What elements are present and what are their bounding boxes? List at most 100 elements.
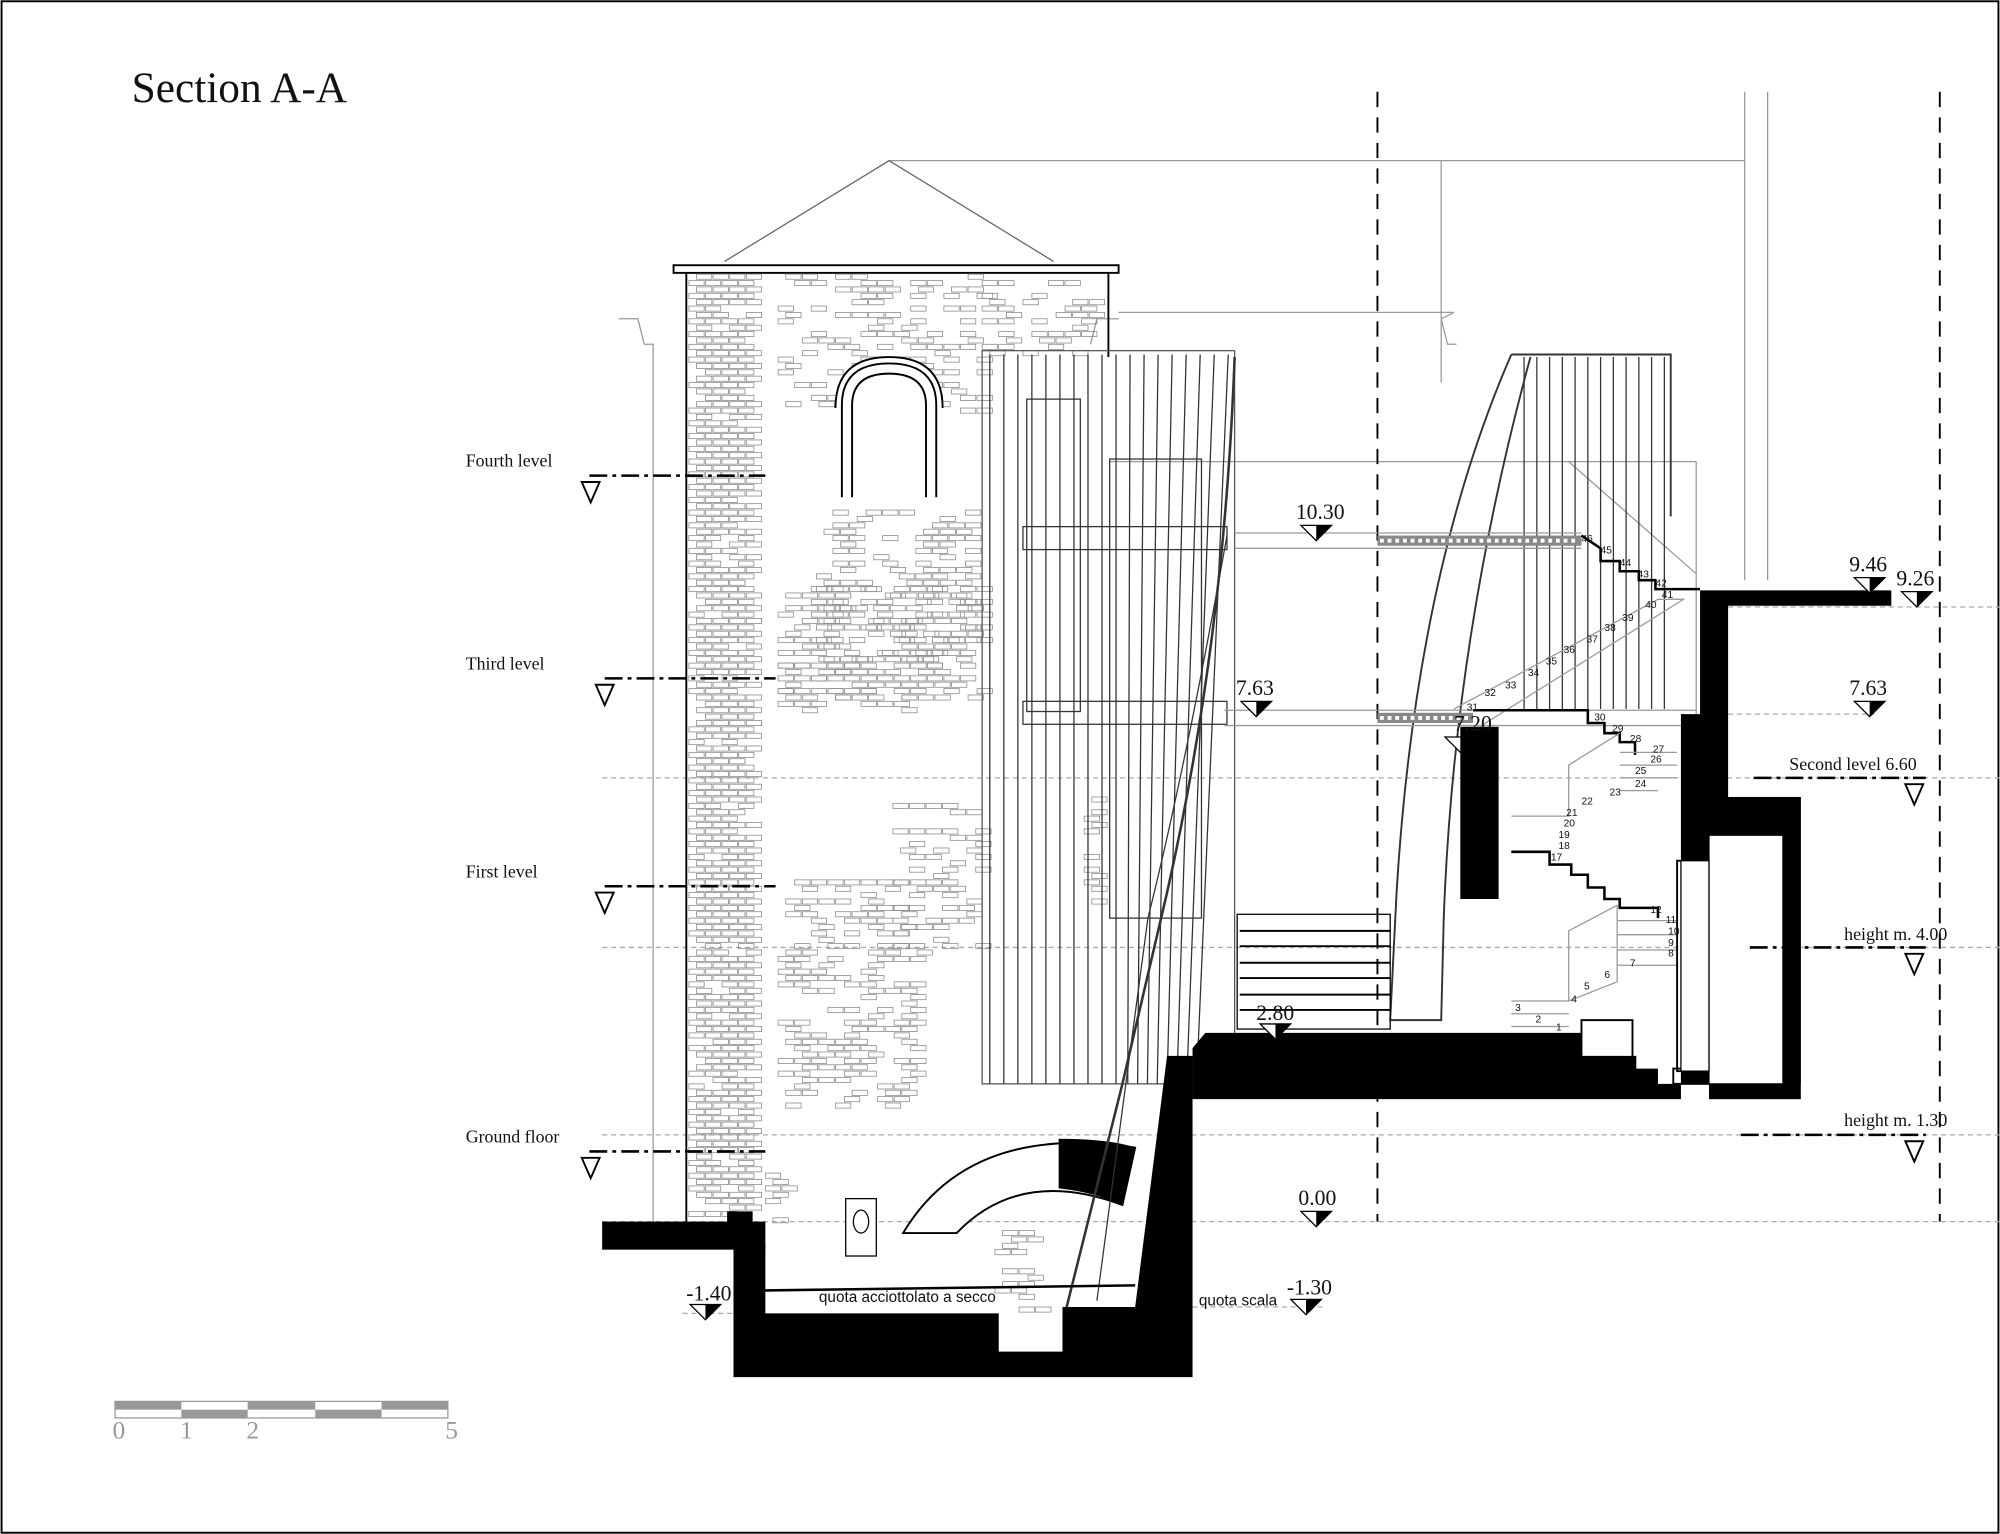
- brick: [705, 624, 722, 631]
- brick: [915, 649, 932, 656]
- brick: [777, 369, 794, 376]
- brick: [764, 1172, 782, 1179]
- brick: [939, 554, 956, 561]
- brick: [738, 637, 755, 644]
- step-number: 41: [1662, 590, 1674, 601]
- brick: [721, 700, 738, 707]
- brick: [745, 401, 762, 408]
- brick: [960, 598, 977, 605]
- brick: [889, 592, 907, 599]
- brick: [705, 1121, 722, 1128]
- brick: [729, 1102, 746, 1109]
- brick: [745, 1064, 762, 1071]
- brick: [738, 1006, 755, 1013]
- brick: [835, 592, 852, 599]
- brick: [823, 618, 840, 624]
- brick: [729, 490, 746, 497]
- brick: [939, 567, 956, 573]
- brick: [933, 885, 950, 892]
- brick: [923, 656, 940, 663]
- brick: [721, 1057, 738, 1064]
- brick: [815, 624, 833, 631]
- brick: [860, 994, 877, 1001]
- brick: [943, 688, 960, 695]
- brick: [1018, 1306, 1035, 1313]
- brick: [712, 758, 729, 765]
- brick: [893, 904, 910, 911]
- brick: [705, 994, 722, 1001]
- brick: [844, 1057, 861, 1064]
- brick: [738, 662, 755, 669]
- brick: [738, 1032, 755, 1039]
- brick: [909, 904, 926, 911]
- brick: [729, 286, 746, 293]
- step-number: 36: [1564, 645, 1576, 656]
- brick: [827, 1006, 844, 1013]
- scale-segment: [315, 1409, 382, 1418]
- step-number: 29: [1612, 724, 1624, 735]
- brick: [738, 1096, 755, 1103]
- brick: [696, 936, 713, 943]
- brick: [951, 630, 968, 637]
- brick: [712, 1179, 729, 1185]
- brick: [851, 1038, 868, 1045]
- step-number: 30: [1594, 712, 1606, 723]
- brick: [960, 662, 977, 669]
- brick: [721, 1019, 738, 1026]
- roof-pediment: [724, 159, 1054, 262]
- brick: [696, 656, 713, 663]
- brick: [705, 394, 722, 401]
- brick: [889, 567, 907, 573]
- brick: [705, 331, 722, 338]
- brick: [810, 331, 827, 338]
- brick: [712, 1102, 729, 1109]
- brick: [705, 649, 722, 656]
- brick: [712, 1077, 729, 1083]
- brick: [721, 433, 738, 440]
- level-triangle-icon: [580, 1156, 602, 1181]
- brick: [868, 299, 885, 306]
- brick: [810, 1057, 827, 1064]
- brick: [696, 643, 713, 650]
- brick: [729, 681, 746, 688]
- brick: [688, 356, 705, 363]
- brick: [942, 802, 959, 809]
- brick: [696, 911, 713, 918]
- brick: [893, 879, 910, 886]
- brick: [915, 547, 932, 554]
- brick: [827, 1045, 844, 1052]
- elevation-triangle-fill: [1869, 577, 1885, 593]
- brick: [705, 1172, 722, 1179]
- brick: [721, 331, 738, 338]
- brick: [840, 605, 857, 612]
- brick: [893, 675, 910, 682]
- brick: [901, 1013, 918, 1020]
- brick: [688, 522, 705, 529]
- brick: [909, 866, 926, 873]
- brick: [898, 624, 915, 631]
- brick: [981, 305, 998, 312]
- brick: [688, 904, 705, 911]
- brick: [943, 305, 960, 312]
- brick: [892, 879, 909, 886]
- brick: [712, 707, 729, 714]
- brick: [860, 280, 877, 287]
- brick: [729, 720, 746, 726]
- brick: [705, 305, 722, 312]
- brick: [712, 924, 729, 930]
- brick: [975, 841, 992, 848]
- brick: [976, 356, 993, 363]
- brick: [729, 771, 746, 777]
- brick: [884, 1102, 901, 1109]
- brick: [712, 401, 729, 408]
- brick: [910, 318, 927, 325]
- step-number: 12: [1650, 905, 1662, 916]
- brick: [705, 458, 722, 465]
- brick: [696, 694, 713, 701]
- brick: [966, 911, 983, 918]
- scale-tick-2: 2: [246, 1415, 259, 1444]
- brick: [901, 324, 918, 331]
- brick: [745, 567, 762, 573]
- brick: [688, 739, 705, 746]
- brick: [712, 465, 729, 471]
